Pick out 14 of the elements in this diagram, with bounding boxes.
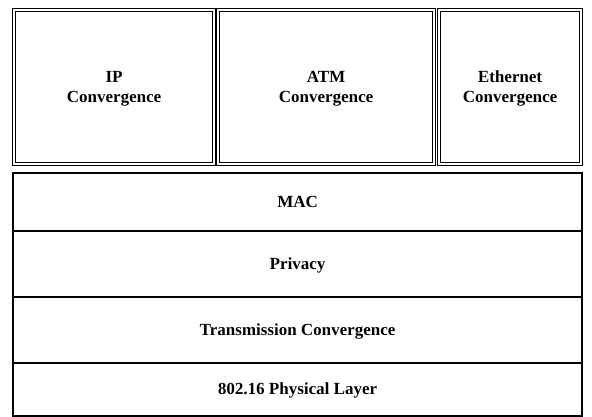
layer-label: Ethernet Convergence <box>462 66 558 108</box>
layer-label: ATM Convergence <box>278 66 374 108</box>
layer-box <box>12 362 583 417</box>
layer-box <box>12 296 583 364</box>
layer-label: Privacy <box>270 254 326 274</box>
layer-label: Transmission Convergence <box>200 320 396 340</box>
layer-label: 802.16 Physical Layer <box>218 379 378 400</box>
layer-box <box>437 8 583 166</box>
layer-label: IP Convergence <box>66 66 162 108</box>
layer-box <box>216 8 436 166</box>
layer-box <box>12 172 583 232</box>
layer-label: MAC <box>277 192 318 212</box>
layer-box <box>12 8 216 166</box>
layer-box <box>12 230 583 298</box>
